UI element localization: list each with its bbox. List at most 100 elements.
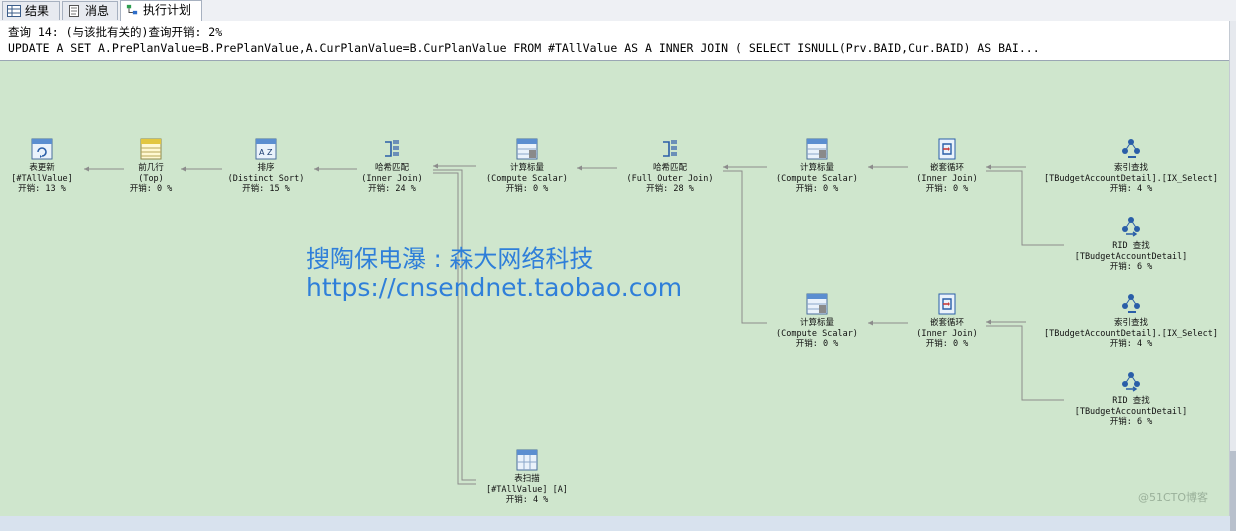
node-name: 排序 — [257, 163, 275, 173]
node-cost: 开销: 0 % — [129, 184, 173, 194]
node-cost: 开销: 24 % — [368, 184, 416, 194]
plan-node-rid-lookup[interactable]: RID 查找 [TBudgetAccountDetail] 开销: 6 % — [1026, 216, 1236, 273]
plan-node-rid-lookup[interactable]: RID 查找 [TBudgetAccountDetail] 开销: 6 % — [1026, 371, 1236, 428]
table-scan-icon — [516, 449, 538, 471]
node-cost: 开销: 13 % — [18, 184, 66, 194]
node-detail: [TBudgetAccountDetail] — [1074, 251, 1188, 262]
hash-match-icon — [663, 140, 677, 157]
link-n10-n8 — [986, 170, 1064, 246]
plan-node-index-seek[interactable]: 索引查找 [TBudgetAccountDetail].[IX_Select] … — [1026, 138, 1236, 195]
arrowhead — [577, 165, 582, 171]
node-detail: [#TAllValue] [A] — [486, 484, 568, 495]
message-icon — [69, 5, 79, 17]
svg-text:Z: Z — [267, 148, 273, 157]
node-cost: 开销: 4 % — [1109, 339, 1153, 349]
rid-lookup-icon — [1122, 217, 1140, 237]
node-cost: 开销: 0 % — [795, 339, 839, 349]
nested-loops-icon — [938, 138, 956, 160]
plan-node-compute-scalar[interactable]: 计算标量 (Compute Scalar) 开销: 0 % — [712, 138, 922, 195]
tab-results[interactable]: 结果 — [2, 1, 60, 20]
plan-links — [84, 163, 1064, 485]
node-detail: [TBudgetAccountDetail] — [1074, 406, 1188, 417]
node-name: RID 查找 — [1112, 241, 1150, 251]
node-cost: 开销: 15 % — [242, 184, 290, 194]
plan-node-table-scan[interactable]: 表扫描 [#TAllValue] [A] 开销: 4 % — [422, 449, 632, 506]
node-detail: (Top) — [138, 173, 164, 184]
node-detail: (Compute Scalar) — [776, 328, 858, 339]
node-name: 嵌套循环 — [929, 318, 964, 328]
node-cost: 开销: 0 % — [505, 184, 549, 194]
plan-node-index-seek[interactable]: 索引查找 [TBudgetAccountDetail].[IX_Select] … — [1026, 293, 1236, 350]
node-name: 计算标量 — [799, 163, 834, 173]
node-name: 表更新 — [29, 163, 55, 173]
plan-node-sort[interactable]: A Z 排序 (Distinct Sort) 开销: 15 % — [161, 138, 371, 195]
compute-scalar-icon — [806, 293, 828, 315]
plan-icon — [126, 4, 138, 15]
node-detail: (Compute Scalar) — [776, 173, 858, 184]
plan-node-compute-scalar[interactable]: 计算标量 (Compute Scalar) 开销: 0 % — [422, 138, 632, 195]
arrowhead — [181, 166, 186, 172]
plan-node-hash-match-full-outer[interactable]: 哈希匹配 (Full Outer Join) 开销: 28 % — [565, 138, 775, 195]
link-n14-n12 — [986, 325, 1064, 401]
node-cost: 开销: 28 % — [646, 184, 694, 194]
tab-messages[interactable]: 消息 — [62, 1, 118, 20]
arrowhead — [723, 164, 728, 170]
plan-node-compute-scalar[interactable]: 计算标量 (Compute Scalar) 开销: 0 % — [712, 293, 922, 350]
node-detail: [TBudgetAccountDetail].[IX_Select] — [1044, 173, 1218, 184]
arrowhead — [868, 164, 873, 170]
query-cost-line: 查询 14: (与该批有关的)查询开销: 2% — [8, 25, 223, 39]
plan-node-table-update[interactable]: 表更新 [#TAllValue] 开销: 13 % — [0, 138, 147, 195]
arrowhead — [986, 319, 991, 325]
node-cost: 开销: 4 % — [505, 495, 549, 505]
node-name: 索引查找 — [1113, 318, 1148, 328]
nested-loops-icon — [938, 293, 956, 315]
scrollbar-thumb[interactable] — [1230, 451, 1236, 531]
node-detail: [#TAllValue] — [11, 173, 73, 184]
tab-results-label: 结果 — [25, 4, 50, 18]
index-seek-icon — [1122, 294, 1140, 313]
result-tabbar: 结果 消息 执行计划 — [0, 0, 1236, 22]
tab-execution-plan[interactable]: 执行计划 — [120, 0, 202, 21]
node-detail: (Full Outer Join) — [626, 173, 714, 184]
arrowhead — [84, 166, 89, 172]
tab-execution-plan-label: 执行计划 — [143, 3, 192, 17]
grid-icon — [7, 5, 21, 17]
svg-text:A: A — [259, 148, 265, 157]
node-detail: (Distinct Sort) — [227, 173, 305, 184]
index-seek-icon — [1122, 139, 1140, 158]
rid-lookup-icon — [1122, 372, 1140, 392]
arrowhead — [314, 166, 319, 172]
node-name: 表扫描 — [514, 474, 540, 484]
node-detail: [TBudgetAccountDetail].[IX_Select] — [1044, 328, 1218, 339]
query-info: 查询 14: (与该批有关的)查询开销: 2% UPDATE A SET A.P… — [0, 21, 1230, 61]
watermark-url: https://cnsendnet.taobao.com — [306, 273, 683, 302]
link-n11-n6 — [723, 170, 767, 324]
sort-icon: A Z — [255, 138, 277, 160]
node-name: 前几行 — [138, 163, 164, 173]
table-update-icon — [31, 138, 53, 160]
plan-node-nested-loops[interactable]: 嵌套循环 (Inner Join) 开销: 0 % — [842, 138, 1052, 195]
query-sql-line: UPDATE A SET A.PrePlanValue=B.PrePlanVal… — [8, 41, 1040, 55]
blog-stamp: @51CTO博客 — [1138, 491, 1209, 504]
vertical-scrollbar[interactable] — [1229, 21, 1236, 531]
plan-node-top[interactable]: 前几行 (Top) 开销: 0 % — [46, 138, 256, 195]
node-name: RID 查找 — [1112, 396, 1150, 406]
node-detail: (Compute Scalar) — [486, 173, 568, 184]
node-detail: (Inner Join) — [916, 328, 978, 339]
node-cost: 开销: 0 % — [925, 184, 969, 194]
compute-scalar-icon — [806, 138, 828, 160]
node-cost: 开销: 6 % — [1109, 417, 1153, 427]
plan-node-hash-match-inner[interactable]: 哈希匹配 (Inner Join) 开销: 24 % — [287, 138, 497, 195]
link-n15-n4 — [433, 169, 476, 481]
plan-canvas[interactable]: 表更新 [#TAllValue] 开销: 13 % 前几行 (Top) 开销: … — [0, 61, 1230, 516]
node-cost: 开销: 0 % — [925, 339, 969, 349]
tab-messages-label: 消息 — [85, 4, 110, 18]
hash-match-icon — [385, 140, 399, 157]
node-detail: (Inner Join) — [361, 173, 423, 184]
arrowhead — [433, 163, 438, 169]
arrowhead — [986, 164, 991, 170]
plan-node-nested-loops[interactable]: 嵌套循环 (Inner Join) 开销: 0 % — [842, 293, 1052, 350]
watermark-title: 搜陶保电瀑 : 森大网络科技 — [306, 245, 594, 273]
node-name: 哈希匹配 — [374, 163, 409, 173]
compute-scalar-icon — [516, 138, 538, 160]
